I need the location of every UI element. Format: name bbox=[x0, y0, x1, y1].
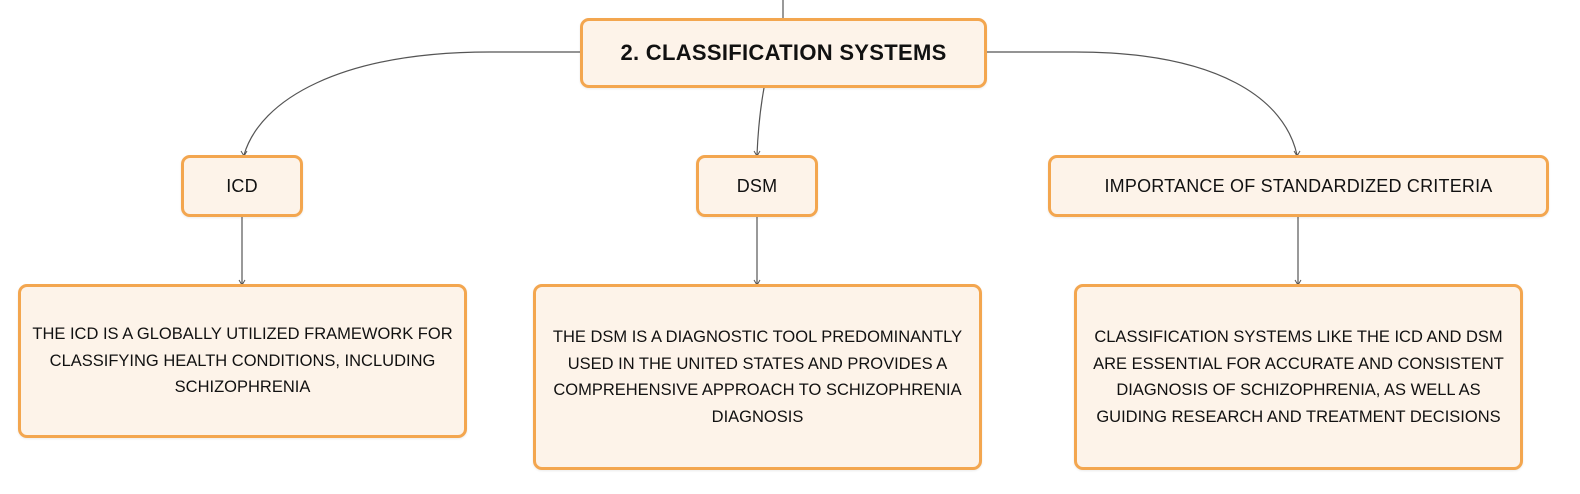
node-dsm-label: DSM bbox=[736, 175, 778, 196]
connector-root-to-importance bbox=[987, 51, 1298, 156]
detail-importance-text: CLASSIFICATION SYSTEMS LIKE THE ICD AND … bbox=[1093, 328, 1504, 426]
root-node-label: 2. CLASSIFICATION SYSTEMS bbox=[620, 40, 947, 65]
detail-node-dsm[interactable]: THE DSM IS A DIAGNOSTIC TOOL PREDOMINANT… bbox=[533, 284, 982, 470]
node-dsm[interactable]: DSM bbox=[696, 155, 818, 217]
node-importance-of-standardized-criteria[interactable]: IMPORTANCE OF STANDARDIZED CRITERIA bbox=[1048, 155, 1549, 217]
node-icd[interactable]: ICD bbox=[181, 155, 303, 217]
detail-dsm-text: THE DSM IS A DIAGNOSTIC TOOL PREDOMINANT… bbox=[552, 328, 963, 426]
connector-root-to-dsm bbox=[756, 87, 765, 156]
connector-root-to-icd bbox=[243, 51, 580, 156]
root-node[interactable]: 2. CLASSIFICATION SYSTEMS bbox=[580, 18, 987, 88]
detail-node-icd[interactable]: THE ICD IS A GLOBALLY UTILIZED FRAMEWORK… bbox=[18, 284, 467, 438]
detail-node-importance[interactable]: CLASSIFICATION SYSTEMS LIKE THE ICD AND … bbox=[1074, 284, 1523, 470]
detail-icd-text: THE ICD IS A GLOBALLY UTILIZED FRAMEWORK… bbox=[32, 325, 453, 397]
node-icd-label: ICD bbox=[226, 175, 258, 196]
node-importance-label: IMPORTANCE OF STANDARDIZED CRITERIA bbox=[1104, 175, 1493, 196]
